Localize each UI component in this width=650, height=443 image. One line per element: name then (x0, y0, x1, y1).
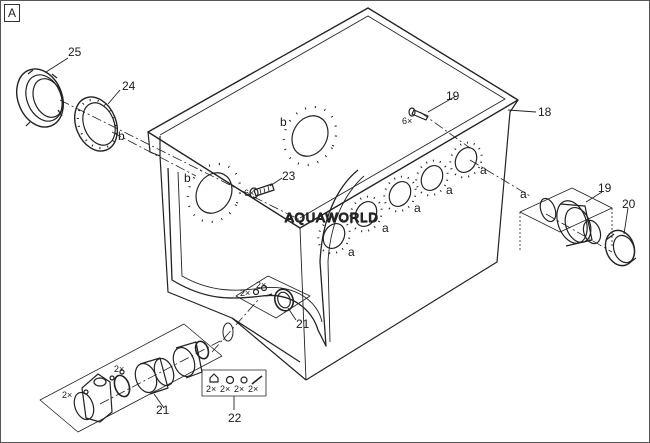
part-19-fitting (519, 187, 613, 252)
letter-a-6: a (520, 187, 527, 201)
qty-22-2: 2× (220, 384, 230, 394)
callout-19-top: 19 (446, 89, 460, 103)
tank-top-port (282, 105, 338, 167)
tank-left-port (186, 162, 242, 224)
part-21-mid-group (235, 275, 311, 319)
callout-20: 20 (622, 197, 636, 211)
qty-22-1: 2× (206, 384, 216, 394)
letter-a-2: a (382, 221, 389, 235)
qty-2x-c: 2× (114, 364, 124, 374)
callout-24: 24 (122, 79, 136, 93)
letter-b-flange: b (118, 129, 125, 143)
callout-18: 18 (538, 105, 552, 119)
qty-2x-b: 2× (240, 288, 250, 298)
letter-a-1: a (348, 245, 355, 259)
leader-lines (45, 57, 629, 410)
callout-19-side: 19 (598, 181, 612, 195)
tank-body (147, 7, 519, 381)
part-21-bottom-group (39, 323, 223, 433)
letter-a-5: a (480, 163, 487, 177)
callout-22: 22 (228, 411, 242, 425)
part-24-flange (73, 96, 119, 152)
letter-a-3: a (414, 201, 421, 215)
letter-b-left: b (184, 171, 191, 185)
center-lines (59, 99, 613, 405)
callout-25: 25 (68, 45, 82, 59)
side-openings (317, 141, 483, 255)
qty-6x-mid: 6× (244, 188, 254, 198)
qty-22-4: 2× (248, 384, 258, 394)
callout-23: 23 (282, 169, 296, 183)
callout-21-mid: 21 (296, 317, 310, 331)
qty-2x-d: 2× (62, 390, 72, 400)
letter-b-top: b (280, 115, 287, 129)
watermark-text: AQUAWORLD (285, 210, 379, 225)
qty-22-3: 2× (234, 384, 244, 394)
qty-6x-top: 6× (402, 116, 412, 126)
part-20-cap (604, 229, 637, 267)
part-23-screw (249, 183, 275, 199)
part-25-ring (16, 68, 64, 128)
qty-2x-a: 2× (256, 280, 266, 290)
callout-21-bottom: 21 (156, 403, 170, 417)
panel-label: A (4, 4, 20, 22)
letter-a-4: a (446, 183, 453, 197)
